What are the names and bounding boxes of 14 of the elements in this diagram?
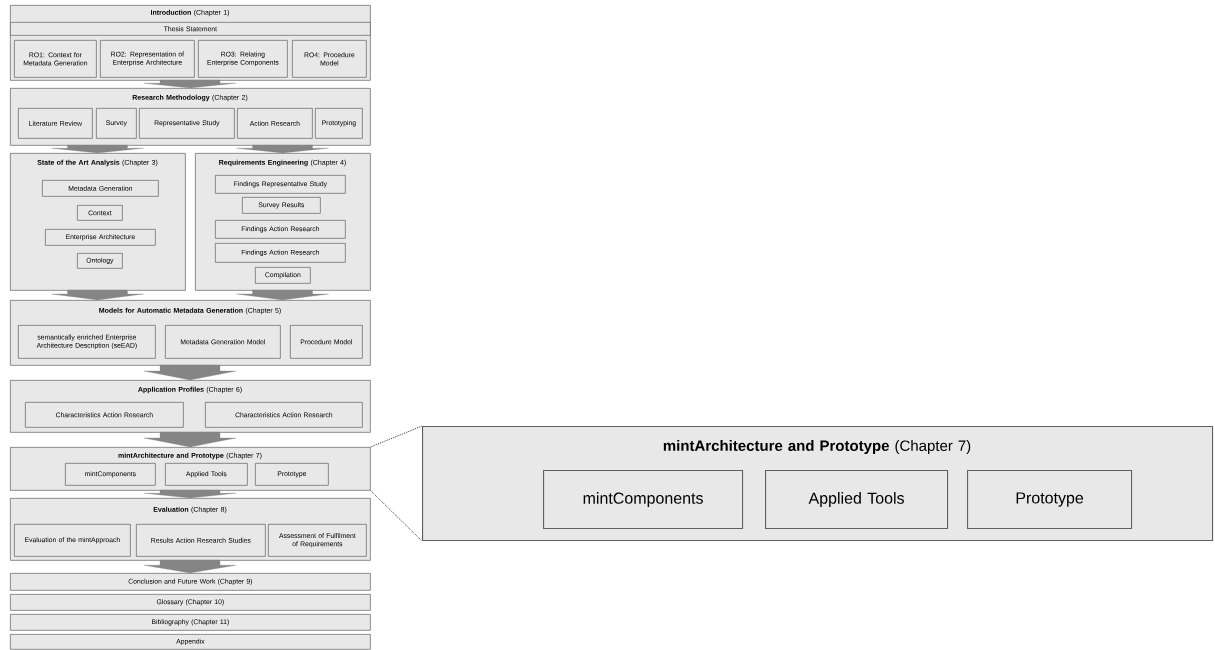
zoom-line bbox=[370, 425, 423, 448]
block-arrow bbox=[51, 289, 144, 301]
zoom-line bbox=[370, 490, 423, 542]
block-arrow bbox=[143, 559, 237, 574]
topic-box: Applied Tools bbox=[765, 470, 949, 530]
block-arrow bbox=[236, 289, 329, 301]
block-arrow bbox=[143, 431, 237, 448]
block-arrow bbox=[51, 144, 144, 154]
block-arrow bbox=[236, 144, 329, 154]
block-arrow bbox=[143, 79, 237, 89]
topic-box: Prototype bbox=[967, 470, 1133, 530]
block-arrow bbox=[143, 364, 237, 381]
topic-box: mintComponents bbox=[543, 470, 744, 530]
block-arrow bbox=[143, 489, 237, 499]
